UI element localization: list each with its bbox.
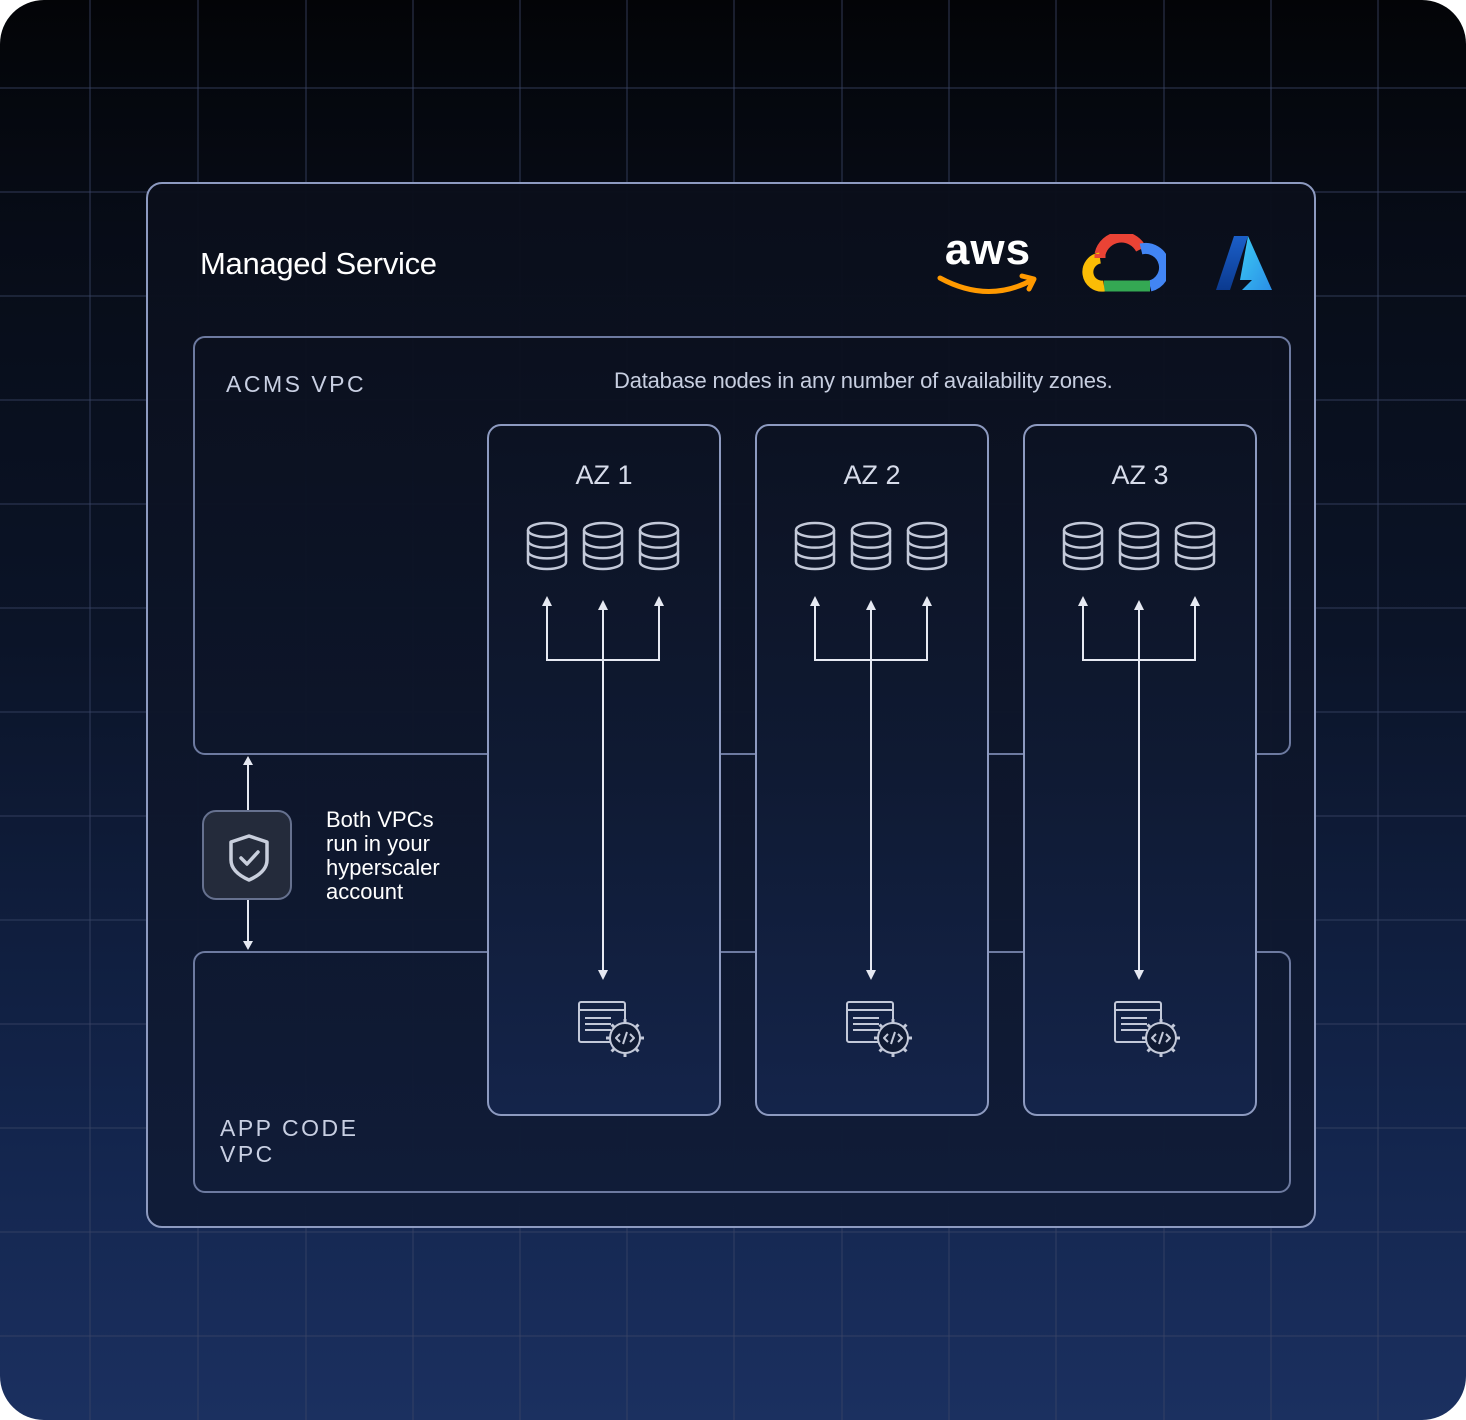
code-document-icon: [578, 1001, 644, 1057]
replication-arrows: [814, 606, 928, 972]
shield-check-icon: [202, 810, 292, 900]
database-icon: [850, 521, 892, 571]
aws-logo: aws: [937, 226, 1037, 294]
replication-arrows: [1082, 606, 1196, 972]
peering-description: Both VPCs run in your hyperscaler accoun…: [326, 808, 476, 904]
managed-service-title: Managed Service: [200, 246, 437, 281]
peering-text-line-2: run in your: [326, 831, 430, 856]
database-icon: [1174, 521, 1216, 571]
az-label: AZ 3: [1111, 460, 1169, 490]
database-icon: [526, 521, 568, 571]
availability-zone-3: AZ 3: [1023, 424, 1257, 1116]
arrow-heads: [810, 596, 932, 980]
database-icon: [794, 521, 836, 571]
peering-text-line-4: account: [326, 879, 404, 904]
peering-text-line-1: Both VPCs: [326, 807, 434, 832]
database-icon: [638, 521, 680, 571]
arrow-heads: [542, 596, 664, 980]
az-label: AZ 2: [843, 460, 901, 490]
google-cloud-logo: [1082, 234, 1166, 292]
app-code-vpc-label-line2: VPC: [220, 1141, 275, 1167]
az-label: AZ 1: [575, 460, 633, 490]
app-code-vpc-box: [193, 951, 1291, 1193]
az-2-nodes: [794, 521, 948, 1057]
az-1-nodes: [526, 521, 680, 1057]
replication-arrows: [546, 606, 660, 972]
availability-zone-1: AZ 1: [487, 424, 721, 1116]
database-icon: [582, 521, 624, 571]
acms-vpc-label: ACMS VPC: [226, 371, 367, 397]
database-icon: [1062, 521, 1104, 571]
acms-vpc-box: [193, 336, 1291, 755]
peering-text-line-3: hyperscaler: [326, 855, 440, 880]
code-document-icon: [846, 1001, 912, 1057]
availability-zones-note: Database nodes in any number of availabi…: [614, 368, 1113, 393]
app-code-vpc-label-line1: APP CODE: [220, 1115, 359, 1141]
database-icon: [906, 521, 948, 571]
azure-logo: [1216, 236, 1272, 290]
arrow-heads: [1078, 596, 1200, 980]
availability-zone-2: AZ 2: [755, 424, 989, 1116]
database-icon: [1118, 521, 1160, 571]
svg-text:aws: aws: [945, 226, 1031, 274]
az-3-nodes: [1062, 521, 1216, 1057]
code-document-icon: [1114, 1001, 1180, 1057]
